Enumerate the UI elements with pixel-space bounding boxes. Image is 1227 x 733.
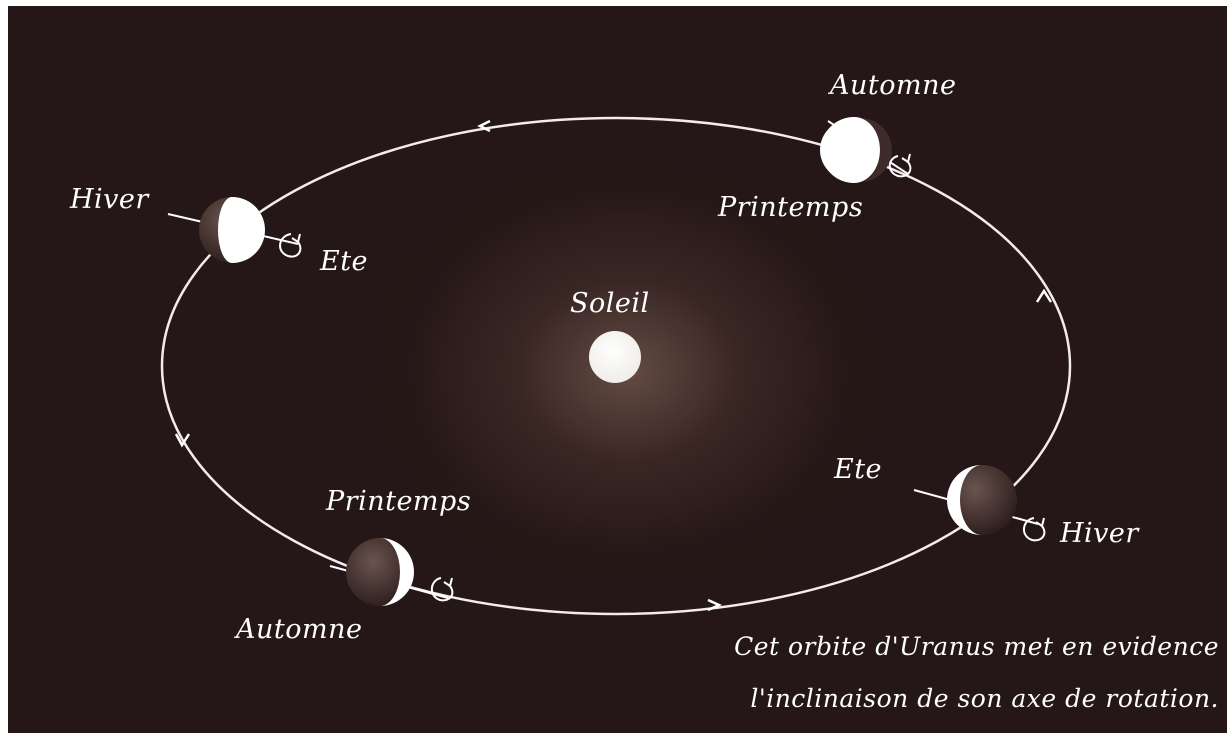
planet-bottom-right-label-left: Ete — [834, 454, 882, 485]
sun — [589, 331, 641, 383]
sun-label: Soleil — [570, 288, 650, 319]
planet-top-right-label-bottom: Printemps — [718, 192, 863, 223]
rotation-arrow-icon — [280, 234, 300, 257]
planet-top-right — [820, 117, 910, 183]
planet-top-left — [168, 197, 300, 263]
planet-bottom-right-label-right: Hiver — [1060, 518, 1139, 549]
planet-bottom-right — [914, 465, 1044, 540]
planet-bottom-left-label-top: Printemps — [326, 486, 471, 517]
planet-bottom-left — [330, 538, 452, 606]
caption-line-2: l'inclinaison de son axe de rotation. — [750, 684, 1219, 713]
caption-line-1: Cet orbite d'Uranus met en evidence — [734, 632, 1219, 661]
planet-top-left-label-right: Ete — [320, 246, 368, 277]
planet-top-right-label-top: Automne — [830, 70, 956, 101]
rotation-arrow-icon — [1024, 518, 1044, 540]
orbit-diagram — [8, 6, 1227, 733]
diagram-canvas: Soleil Hiver Ete Automne Printemps Print… — [8, 6, 1227, 733]
planet-top-left-label-left: Hiver — [70, 184, 149, 215]
planet-bottom-left-label-bottom: Automne — [236, 614, 362, 645]
